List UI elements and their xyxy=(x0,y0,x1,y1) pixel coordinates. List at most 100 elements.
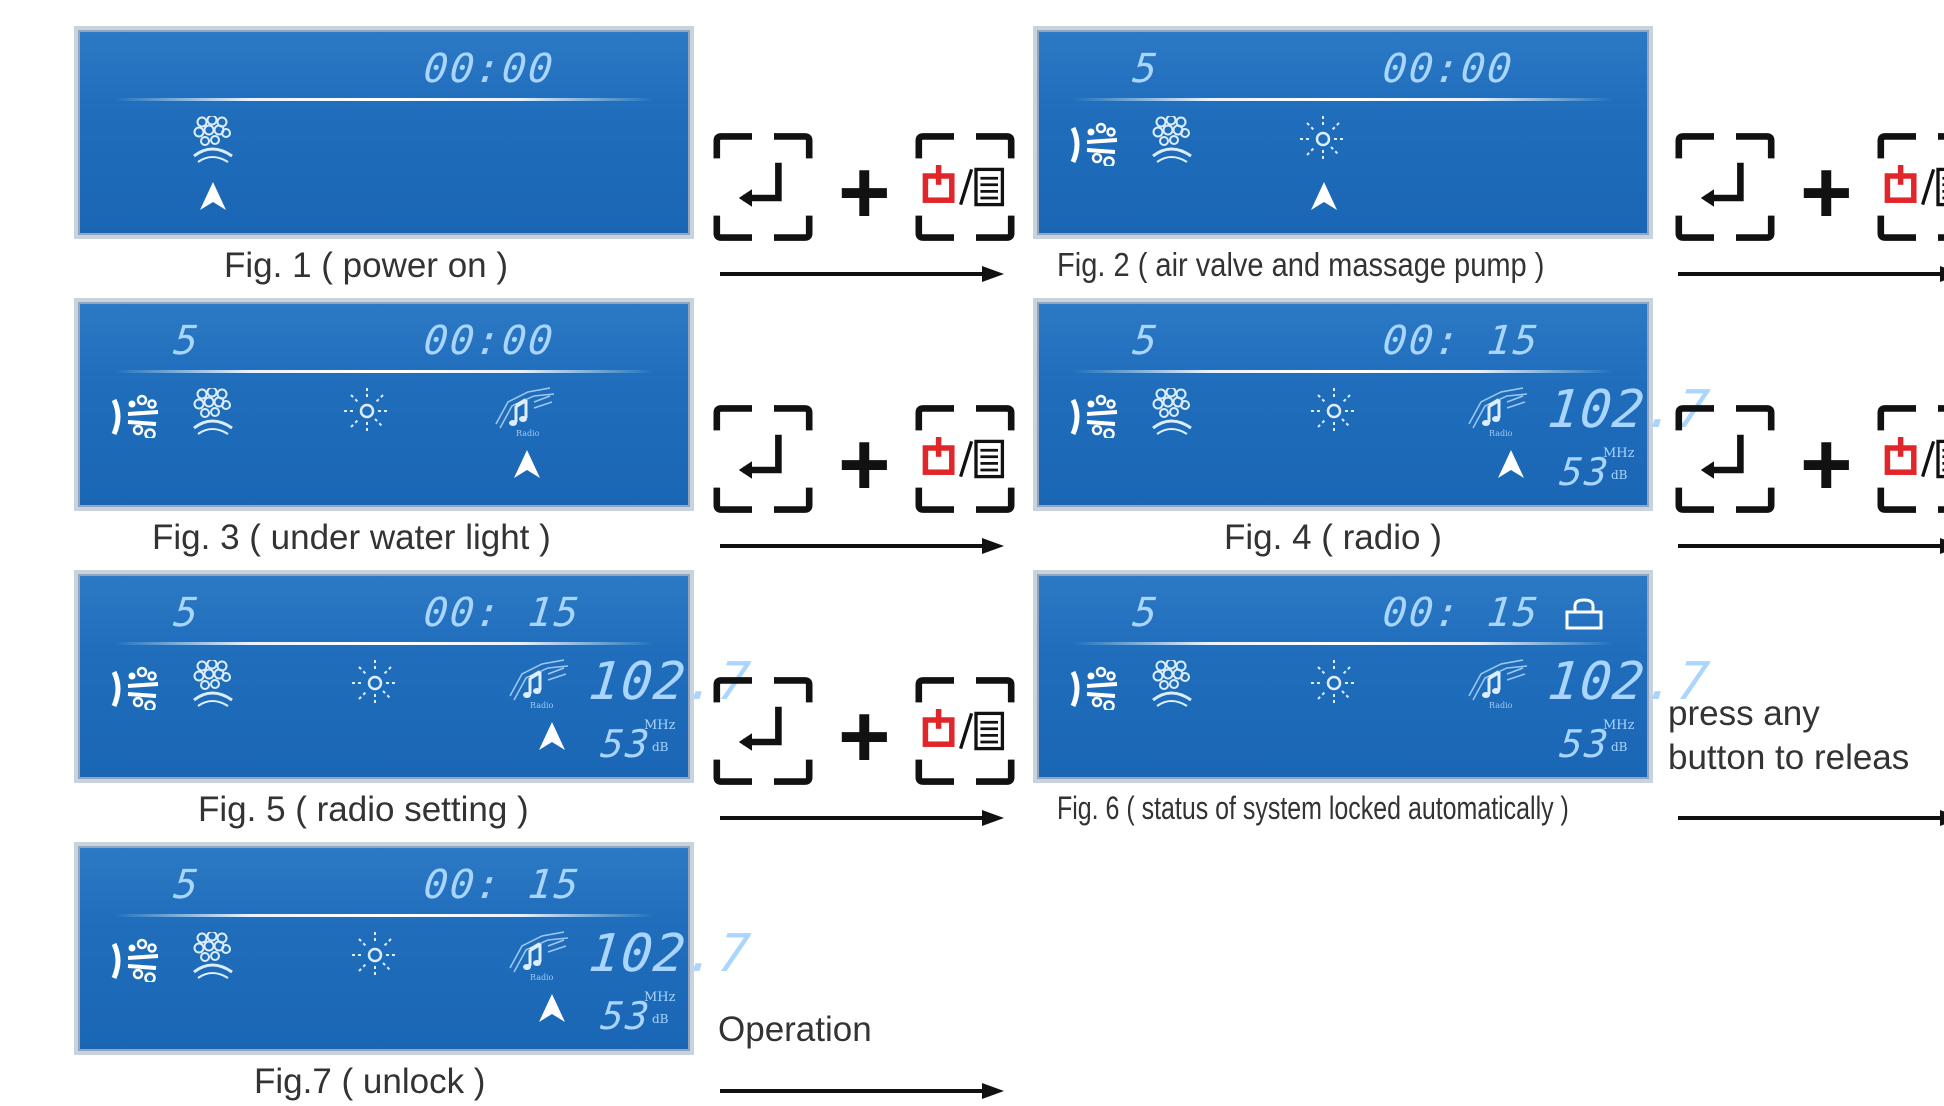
lcd-panel-fig3: 5 00:00 xyxy=(74,298,694,511)
time-display: 00:00 xyxy=(1380,46,1516,92)
caption-fig4: Fig. 4 ( radio ) xyxy=(1224,518,1442,557)
separator-line xyxy=(114,642,654,645)
radio-icon xyxy=(494,384,558,440)
enter-key-icon xyxy=(708,676,818,786)
underwater-light-icon xyxy=(1309,658,1359,708)
underwater-light-icon xyxy=(1298,114,1348,164)
cursor-icon xyxy=(539,994,565,1022)
arrow-right xyxy=(718,264,1010,284)
radio-icon xyxy=(508,656,572,712)
enter-key-icon xyxy=(708,404,818,514)
air-valve-icon xyxy=(1067,664,1119,710)
caption-fig3: Fig. 3 ( under water light ) xyxy=(152,518,551,557)
lcd-panel-fig7: 5 00: 15 102.7 MHz 53 dB xyxy=(74,842,754,1055)
release-text-line2: button to releas xyxy=(1668,738,1910,777)
air-valve-icon xyxy=(108,664,160,710)
number-display: 5 xyxy=(171,590,203,636)
separator-line xyxy=(1073,370,1613,373)
time-display: 00: 15 xyxy=(421,862,583,908)
caption-fig2: Fig. 2 ( air valve and massage pump ) xyxy=(1057,246,1545,283)
underwater-light-icon xyxy=(350,658,400,708)
frequency-display: 102.7 xyxy=(585,924,754,984)
cursor-icon xyxy=(514,450,540,478)
cursor-icon xyxy=(200,182,226,210)
volume-display: 53 xyxy=(598,722,654,766)
plus-sign: + xyxy=(1800,415,1853,515)
volume-unit: dB xyxy=(1611,468,1628,482)
number-display: 5 xyxy=(171,318,203,364)
cursor-icon xyxy=(539,722,565,750)
separator-line xyxy=(114,98,654,101)
radio-icon xyxy=(508,928,572,984)
frequency-unit: MHz xyxy=(1603,446,1635,461)
underwater-light-icon xyxy=(342,386,392,436)
underwater-light-icon xyxy=(1309,386,1359,436)
cursor-icon xyxy=(1311,182,1337,210)
volume-display: 53 xyxy=(598,994,654,1038)
number-display: 5 xyxy=(1130,46,1162,92)
lcd-panel-fig2: 5 00:00 xyxy=(1033,26,1653,239)
air-valve-icon xyxy=(1067,120,1119,166)
time-display: 00: 15 xyxy=(1380,318,1542,364)
time-display: 00:00 xyxy=(421,46,557,92)
cursor-icon xyxy=(1498,450,1524,478)
enter-key-icon xyxy=(1670,132,1780,242)
plus-sign: + xyxy=(838,415,891,515)
frequency-unit: MHz xyxy=(644,990,676,1005)
air-valve-icon xyxy=(1067,392,1119,438)
air-valve-icon xyxy=(108,936,160,982)
power-menu-key-icon xyxy=(910,676,1020,786)
power-menu-key-icon xyxy=(1872,132,1944,242)
massage-pump-icon xyxy=(190,116,236,166)
radio-icon xyxy=(1467,656,1531,712)
time-display: 00: 15 xyxy=(1380,590,1542,636)
caption-fig5: Fig. 5 ( radio setting ) xyxy=(198,790,529,829)
separator-line xyxy=(1073,642,1613,645)
massage-pump-icon xyxy=(1149,116,1195,166)
power-menu-key-icon xyxy=(910,132,1020,242)
enter-key-icon xyxy=(708,132,818,242)
massage-pump-icon xyxy=(1149,660,1195,710)
frequency-unit: MHz xyxy=(1603,718,1635,733)
volume-display: 53 xyxy=(1557,722,1613,766)
volume-unit: dB xyxy=(652,740,669,754)
air-valve-icon xyxy=(108,392,160,438)
lock-icon xyxy=(1563,598,1605,630)
lcd-panel-fig4: 5 00: 15 102.7 MHz 53 dB xyxy=(1033,298,1713,511)
release-text-line1: press any xyxy=(1668,694,1820,733)
massage-pump-icon xyxy=(190,388,236,438)
time-display: 00:00 xyxy=(421,318,557,364)
time-display: 00: 15 xyxy=(421,590,583,636)
separator-line xyxy=(1073,98,1613,101)
number-display: 5 xyxy=(171,862,203,908)
plus-sign: + xyxy=(1800,143,1853,243)
arrow-right xyxy=(718,536,1010,556)
caption-fig7: Fig.7 ( unlock ) xyxy=(254,1062,486,1101)
separator-line xyxy=(114,370,654,373)
plus-sign: + xyxy=(838,687,891,787)
separator-line xyxy=(114,914,654,917)
radio-icon xyxy=(1467,384,1531,440)
caption-fig6: Fig. 6 ( status of system locked automat… xyxy=(1057,790,1569,826)
lcd-panel-fig5: 5 00: 15 102.7 MHz 53 dB xyxy=(74,570,754,783)
arrow-right xyxy=(1676,808,1944,828)
plus-sign: + xyxy=(838,143,891,243)
volume-unit: dB xyxy=(1611,740,1628,754)
volume-unit: dB xyxy=(652,1012,669,1026)
volume-display: 53 xyxy=(1557,450,1613,494)
frequency-unit: MHz xyxy=(644,718,676,733)
number-display: 5 xyxy=(1130,318,1162,364)
lcd-panel-fig6: 5 00: 15 102.7 MHz 53 dB xyxy=(1033,570,1713,783)
enter-key-icon xyxy=(1670,404,1780,514)
underwater-light-icon xyxy=(350,930,400,980)
arrow-right xyxy=(718,1081,1010,1101)
arrow-right xyxy=(1676,264,1944,284)
massage-pump-icon xyxy=(190,660,236,710)
power-menu-key-icon xyxy=(910,404,1020,514)
caption-fig1: Fig. 1 ( power on ) xyxy=(224,246,508,285)
arrow-right xyxy=(718,808,1010,828)
right-transition-column: + + press any button to releas xyxy=(1660,0,1944,1104)
power-menu-key-icon xyxy=(1872,404,1944,514)
number-display: 5 xyxy=(1130,590,1162,636)
lcd-panel-fig1: 00:00 xyxy=(74,26,694,239)
